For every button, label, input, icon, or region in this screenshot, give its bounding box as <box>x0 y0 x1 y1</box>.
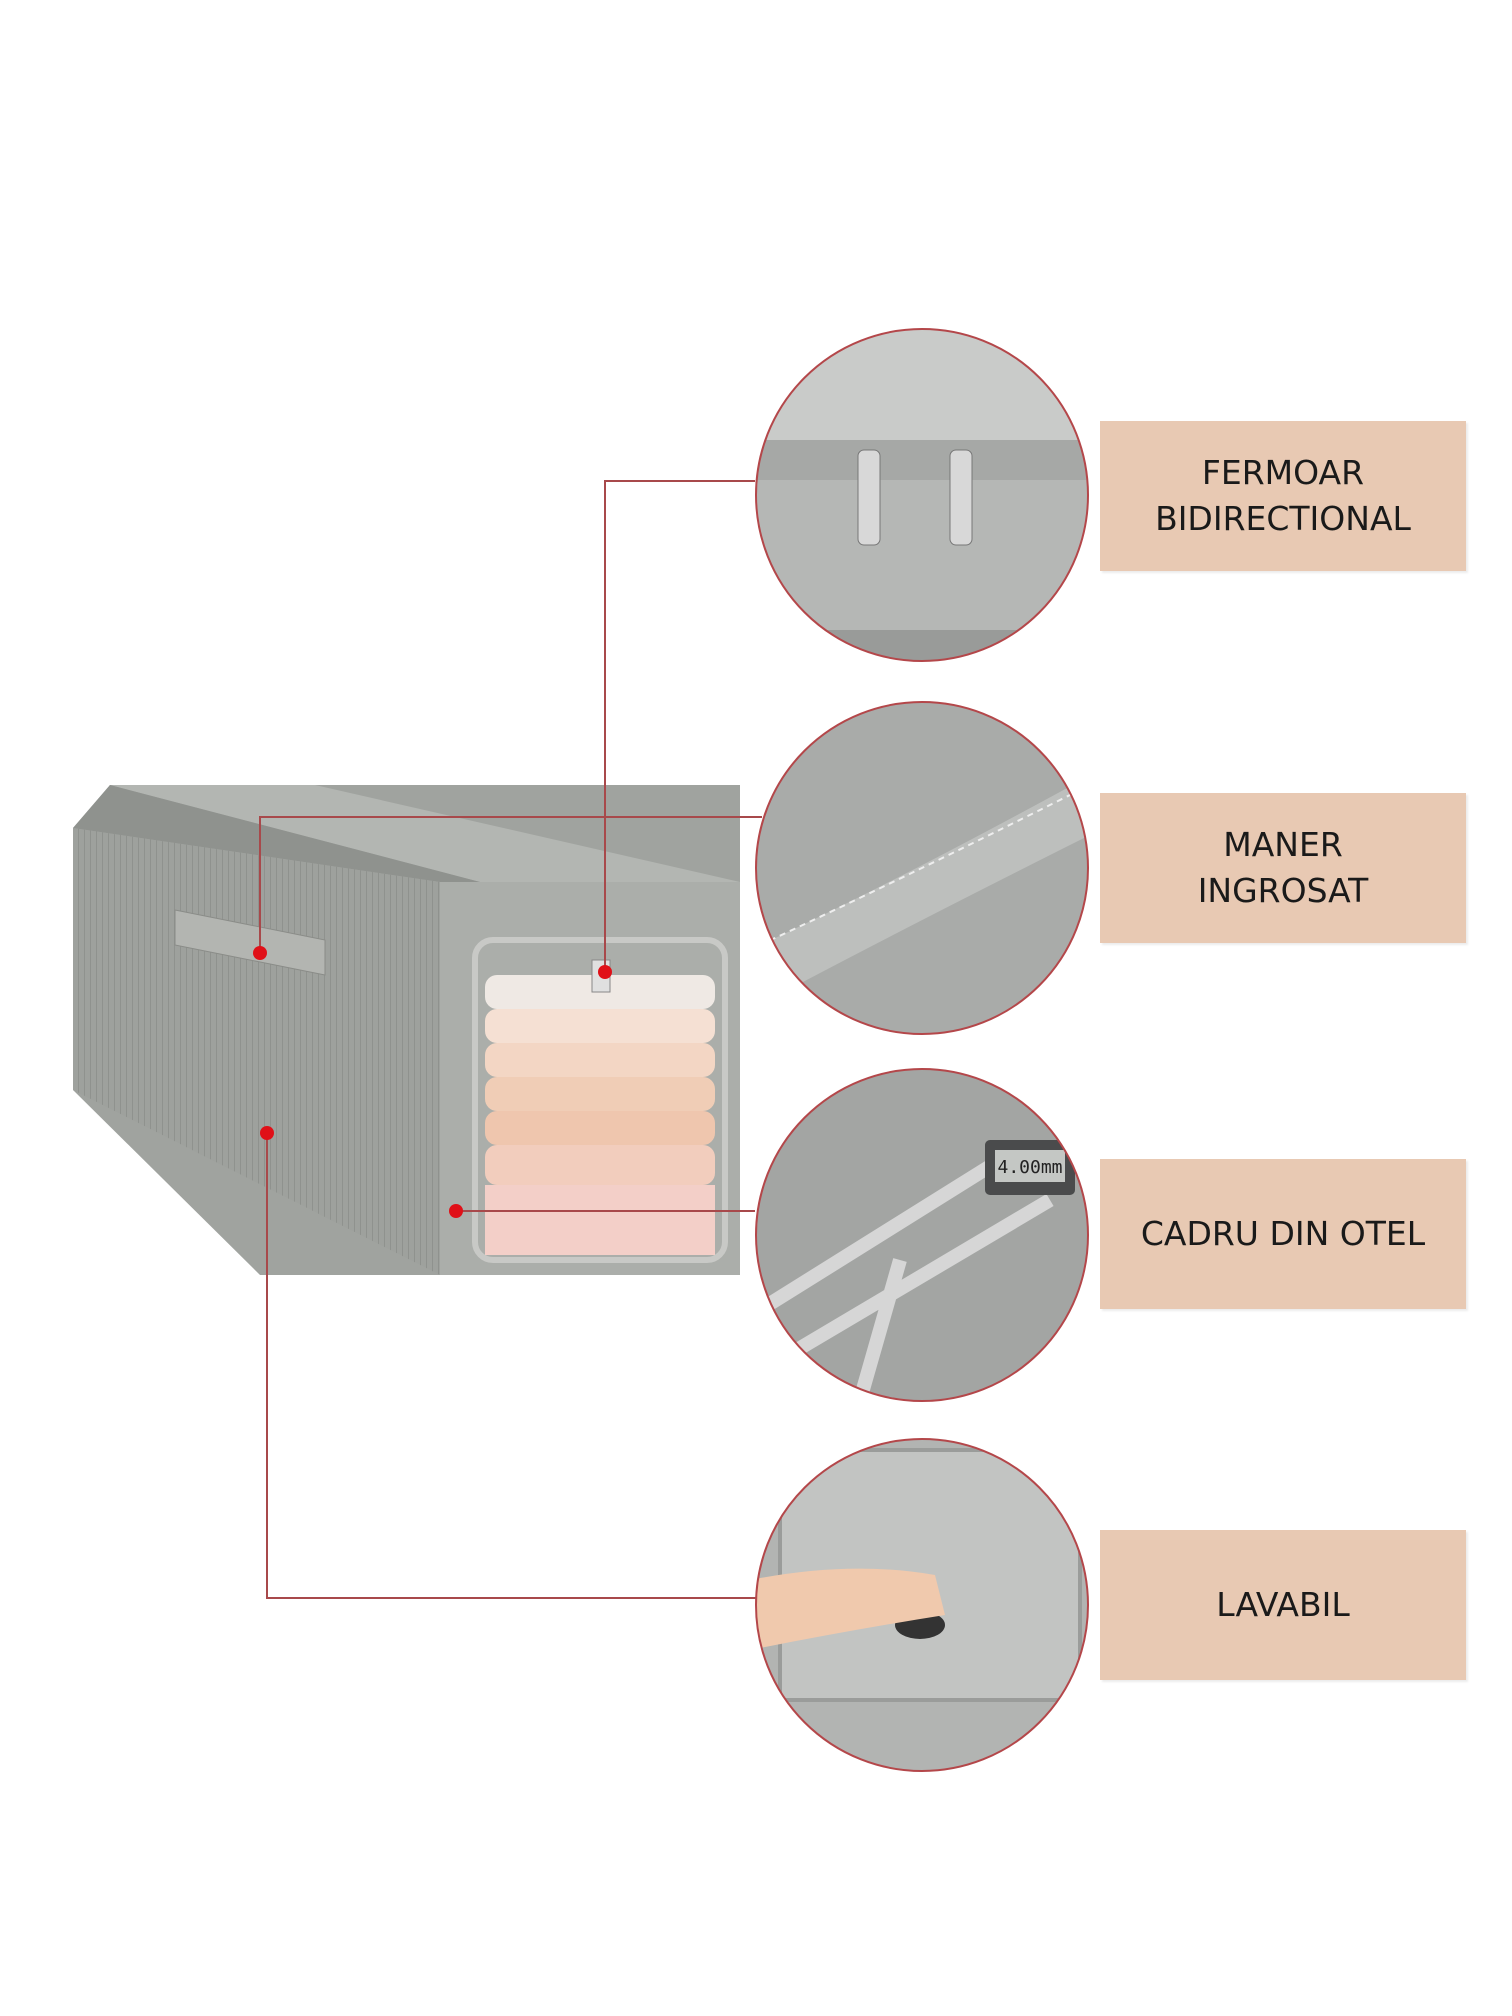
feature-label-bidirectional-zipper: FERMOAR BIDIRECTIONAL <box>1100 421 1466 571</box>
washing-closeup-icon <box>756 1439 1088 1771</box>
box-lid <box>110 785 740 882</box>
feature-label-steel-frame: CADRU DIN OTEL <box>1100 1159 1466 1309</box>
folded-clothes <box>485 975 715 1255</box>
feature-label-line: LAVABIL <box>1216 1585 1350 1624</box>
steel-frame-closeup-icon: 4.00mm <box>756 1069 1088 1401</box>
zipper-closeup-icon <box>756 329 1088 661</box>
feature-label-thick-handle: MANER INGROSAT <box>1100 793 1466 943</box>
feature-label-line: FERMOAR <box>1201 453 1365 492</box>
connector-lines <box>259 480 762 1599</box>
storage-box-illustration <box>73 785 740 1275</box>
caliper-reading: 4.00mm <box>997 1157 1062 1178</box>
box-side <box>73 828 440 1275</box>
handle-closeup-icon <box>756 702 1088 1034</box>
feature-label-line: BIDIRECTIONAL <box>1155 499 1411 538</box>
feature-label-washable: LAVABIL <box>1100 1530 1466 1680</box>
connector-dots <box>253 946 612 1218</box>
box-handle <box>174 909 326 976</box>
feature-label-line: MANER <box>1223 825 1343 864</box>
feature-label-line: INGROSAT <box>1197 871 1369 910</box>
feature-label-line: CADRU DIN OTEL <box>1140 1214 1426 1253</box>
